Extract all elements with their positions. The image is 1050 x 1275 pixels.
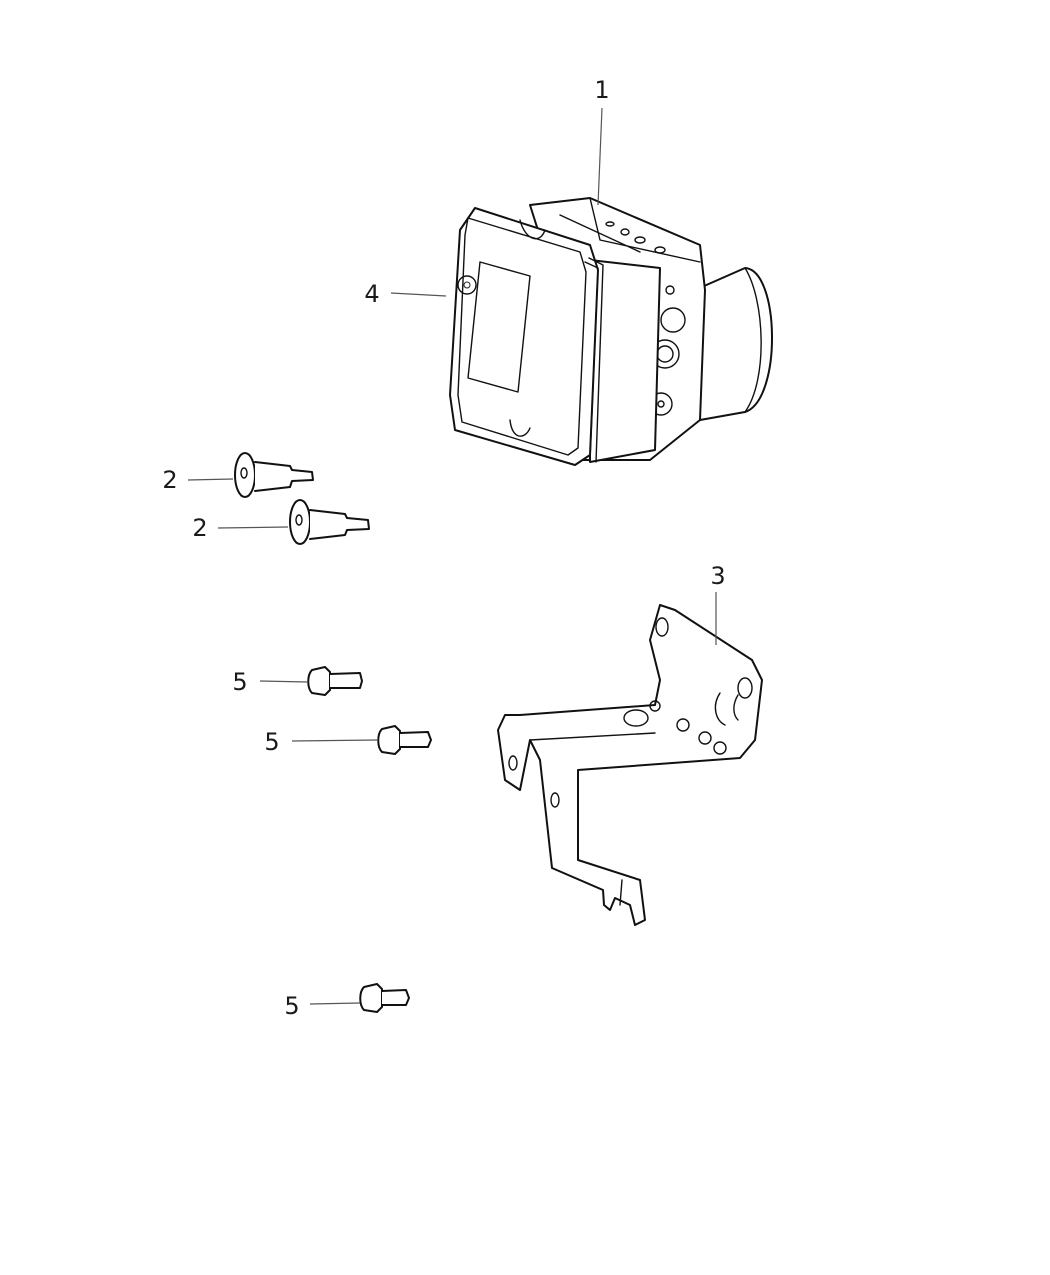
bolt-5-upper xyxy=(307,666,363,696)
callout-label-5c: 5 xyxy=(284,992,299,1020)
bolt-5-lower xyxy=(359,983,410,1013)
callout-3: 3 xyxy=(710,562,726,645)
callout-5a: 5 xyxy=(232,668,309,696)
callout-5b: 5 xyxy=(264,728,378,756)
callout-label-2b: 2 xyxy=(192,514,207,542)
screw-2-lower xyxy=(289,499,370,545)
bolt-5-middle xyxy=(377,725,432,755)
mounting-bracket xyxy=(497,604,763,926)
callout-label-5b: 5 xyxy=(264,728,279,756)
callout-label-4: 4 xyxy=(364,280,379,308)
callout-1: 1 xyxy=(594,76,610,206)
callout-label-1: 1 xyxy=(594,76,609,104)
callout-4: 4 xyxy=(364,280,447,308)
callout-label-3: 3 xyxy=(710,562,725,590)
callout-2b: 2 xyxy=(192,514,289,542)
screw-2-upper xyxy=(234,452,314,498)
callout-2a: 2 xyxy=(162,466,234,494)
callout-5c: 5 xyxy=(284,992,361,1020)
callout-label-2a: 2 xyxy=(162,466,177,494)
abs-module-assembly xyxy=(449,197,773,466)
callout-label-5a: 5 xyxy=(232,668,247,696)
